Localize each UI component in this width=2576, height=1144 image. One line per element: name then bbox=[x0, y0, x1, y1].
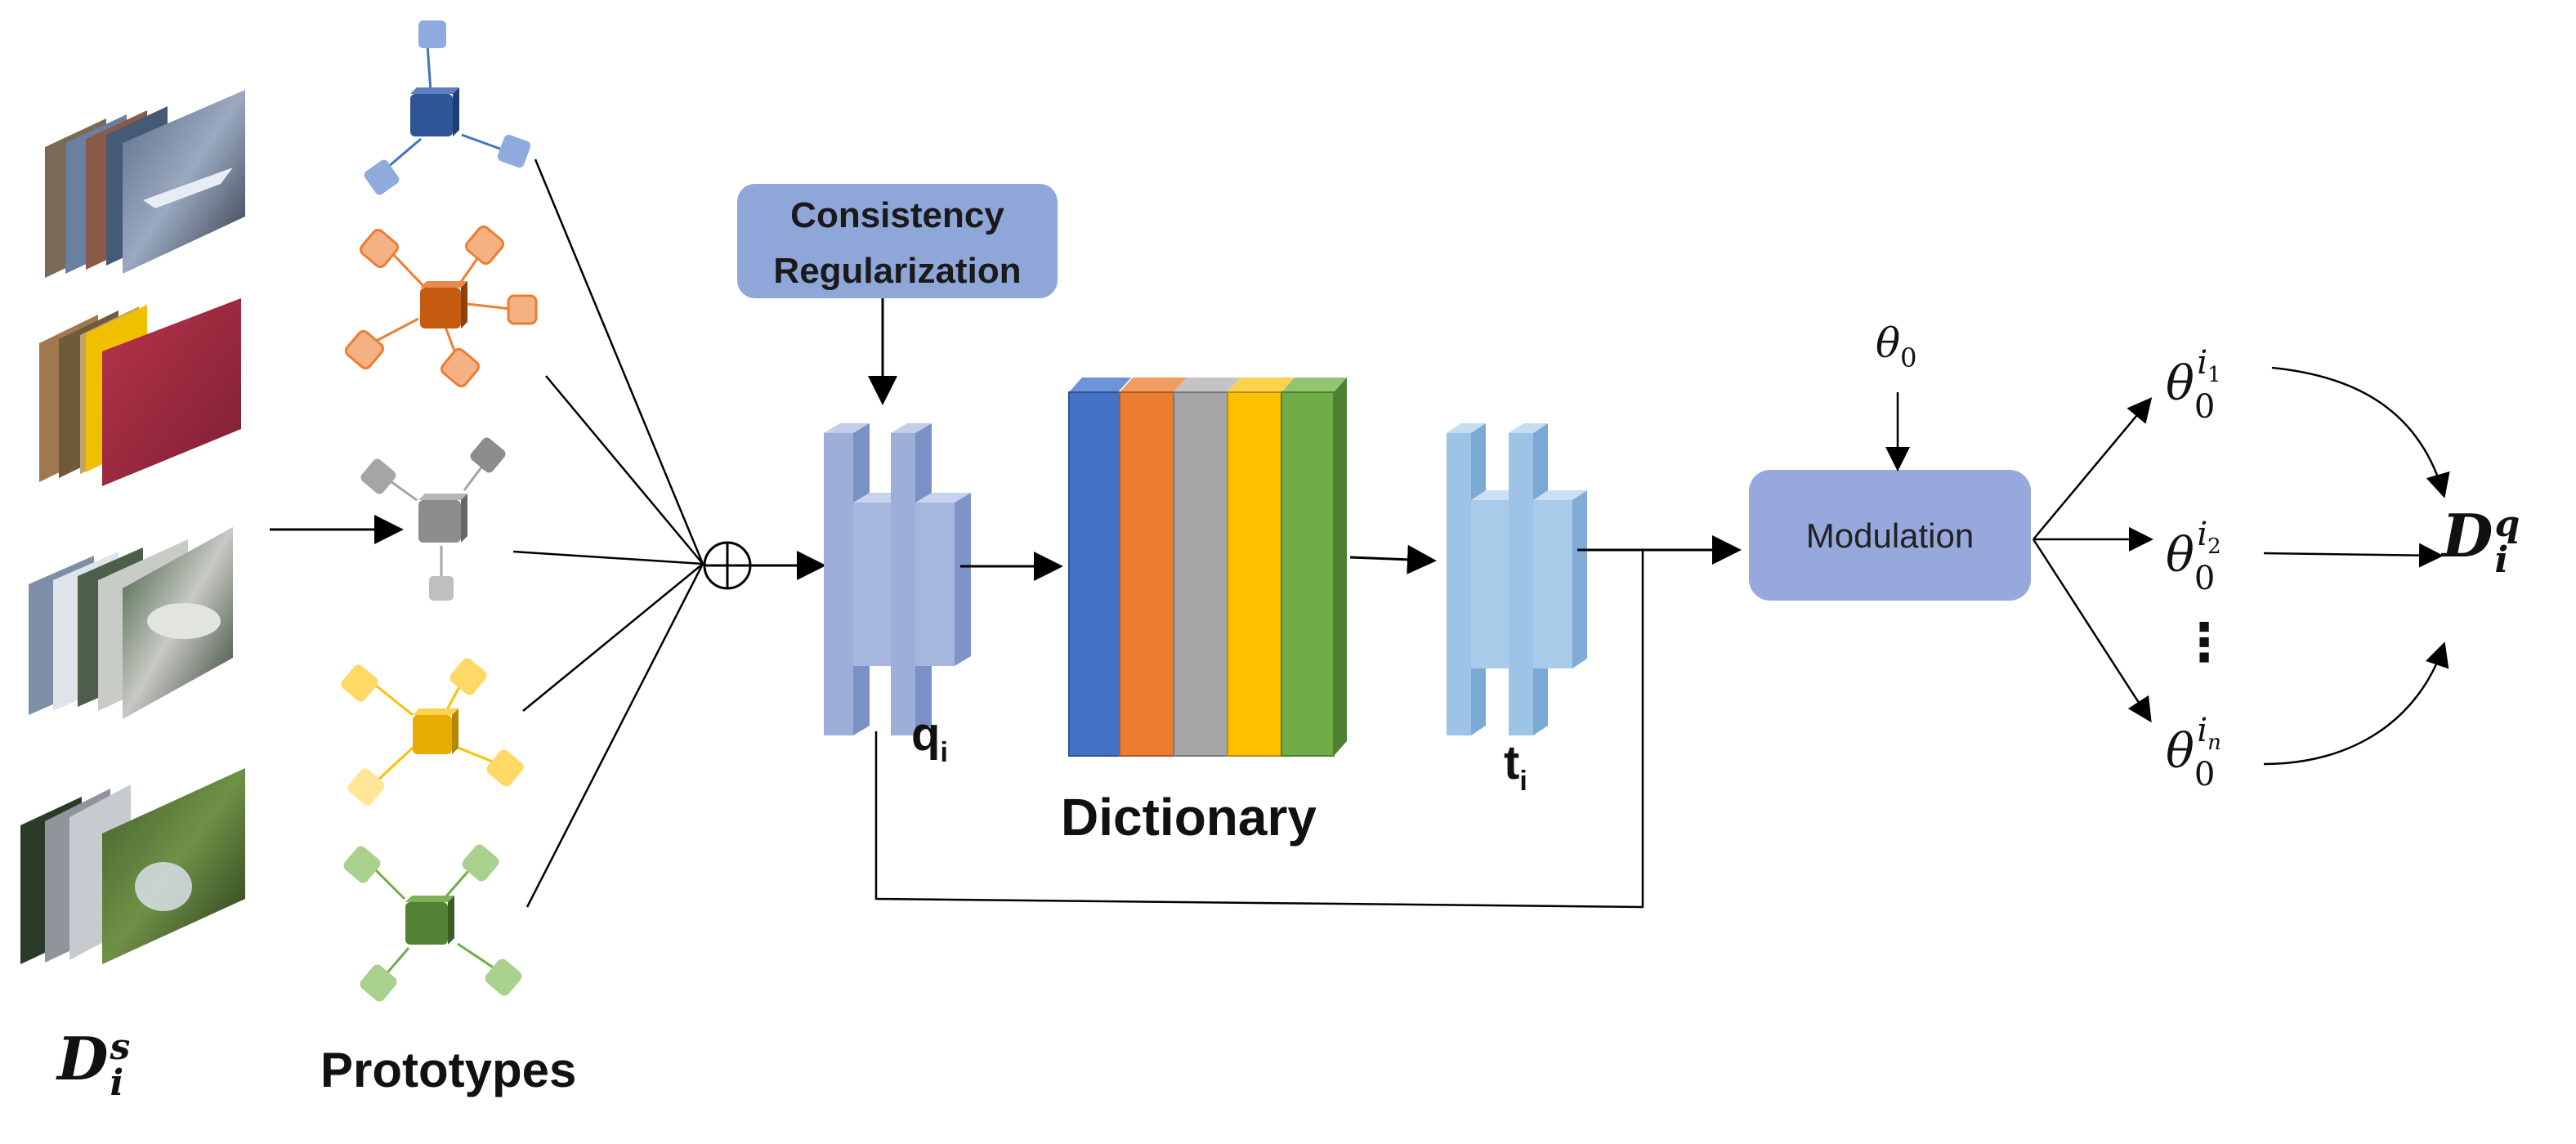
theta-in-sup: i bbox=[2197, 712, 2208, 749]
dq-sub: i bbox=[2494, 539, 2509, 581]
theta-i1-sup: i bbox=[2197, 344, 2208, 382]
skip-connection-line bbox=[874, 550, 1644, 909]
theta-i2-idx: 2 bbox=[2207, 534, 2221, 559]
prototype-cluster-yellow bbox=[341, 658, 524, 806]
consistency-label-line2: Regularization bbox=[773, 251, 1022, 291]
sum-operator-icon bbox=[703, 541, 752, 590]
vertical-ellipsis: ⋮ bbox=[2178, 613, 2230, 673]
support-image-stack-2 bbox=[39, 298, 241, 486]
dq-sup: q bbox=[2494, 503, 2520, 545]
theta-i2-symbol: θ bbox=[2166, 527, 2194, 583]
theta-input-symbol: θ bbox=[1876, 320, 1901, 367]
dictionary-block bbox=[1068, 378, 1347, 757]
prototype-cluster-green bbox=[343, 844, 522, 1002]
theta1-to-query-arrow bbox=[2271, 366, 2450, 498]
t-sub: i bbox=[1519, 766, 1527, 797]
theta-in-symbol: θ bbox=[2166, 723, 2194, 779]
theta-input-label: θ0 bbox=[1876, 320, 1916, 371]
theta-input-sub: 0 bbox=[1900, 342, 1917, 373]
t-main: t bbox=[1504, 736, 1520, 789]
modulation-label: Modulation bbox=[1805, 516, 1974, 555]
support-image-stack-1 bbox=[45, 90, 245, 278]
ds-sup: s bbox=[110, 1026, 131, 1068]
prototypes-label: Prototypes bbox=[320, 1043, 577, 1097]
theta-i1-sub: 0 bbox=[2194, 388, 2216, 426]
support-image-stack-3 bbox=[29, 527, 233, 719]
prototype-cluster-blue bbox=[364, 20, 531, 195]
theta-i2-sup: i bbox=[2197, 516, 2208, 553]
theta-i1-label: θ0 i1 bbox=[2166, 346, 2239, 423]
t-label: ti bbox=[1504, 740, 1527, 796]
thetan-to-query-arrow bbox=[2263, 641, 2449, 766]
q-main: q bbox=[911, 708, 941, 761]
theta2-to-query-arrow bbox=[2263, 543, 2444, 568]
theta-in-label: θ0 in bbox=[2166, 714, 2239, 791]
decoder-t-network bbox=[1447, 423, 1587, 735]
theta-i2-sub: 0 bbox=[2194, 560, 2216, 597]
prototype-cluster-orange bbox=[345, 226, 538, 387]
q-label: qi bbox=[911, 708, 948, 767]
consistency-label-line1: Consistency bbox=[790, 195, 1004, 235]
support-image-stack-4 bbox=[20, 768, 245, 964]
dq-main: D bbox=[2442, 501, 2493, 570]
theta-in-idx: n bbox=[2207, 731, 2221, 755]
aggregation-lines bbox=[512, 159, 704, 908]
modulation-output-arrow-1 bbox=[2033, 397, 2153, 540]
dictionary-label: Dictionary bbox=[1061, 788, 1317, 847]
theta-i1-symbol: θ bbox=[2166, 355, 2194, 411]
theta-i1-idx: 1 bbox=[2207, 363, 2221, 387]
dictionary-to-decoder-arrow bbox=[1349, 544, 1437, 574]
theta-i2-label: θ0 i2 bbox=[2166, 518, 2239, 595]
ds-sub: i bbox=[110, 1062, 124, 1104]
modulation-box bbox=[1749, 470, 2031, 601]
q-sub: i bbox=[940, 737, 948, 768]
encoder-q-network bbox=[824, 423, 971, 735]
ds-main: D bbox=[57, 1024, 109, 1093]
theta-in-sub: 0 bbox=[2194, 756, 2216, 793]
consistency-regularization-box bbox=[737, 184, 1058, 298]
modulation-output-arrow-n bbox=[2032, 538, 2152, 723]
prototype-cluster-gray bbox=[360, 437, 506, 601]
